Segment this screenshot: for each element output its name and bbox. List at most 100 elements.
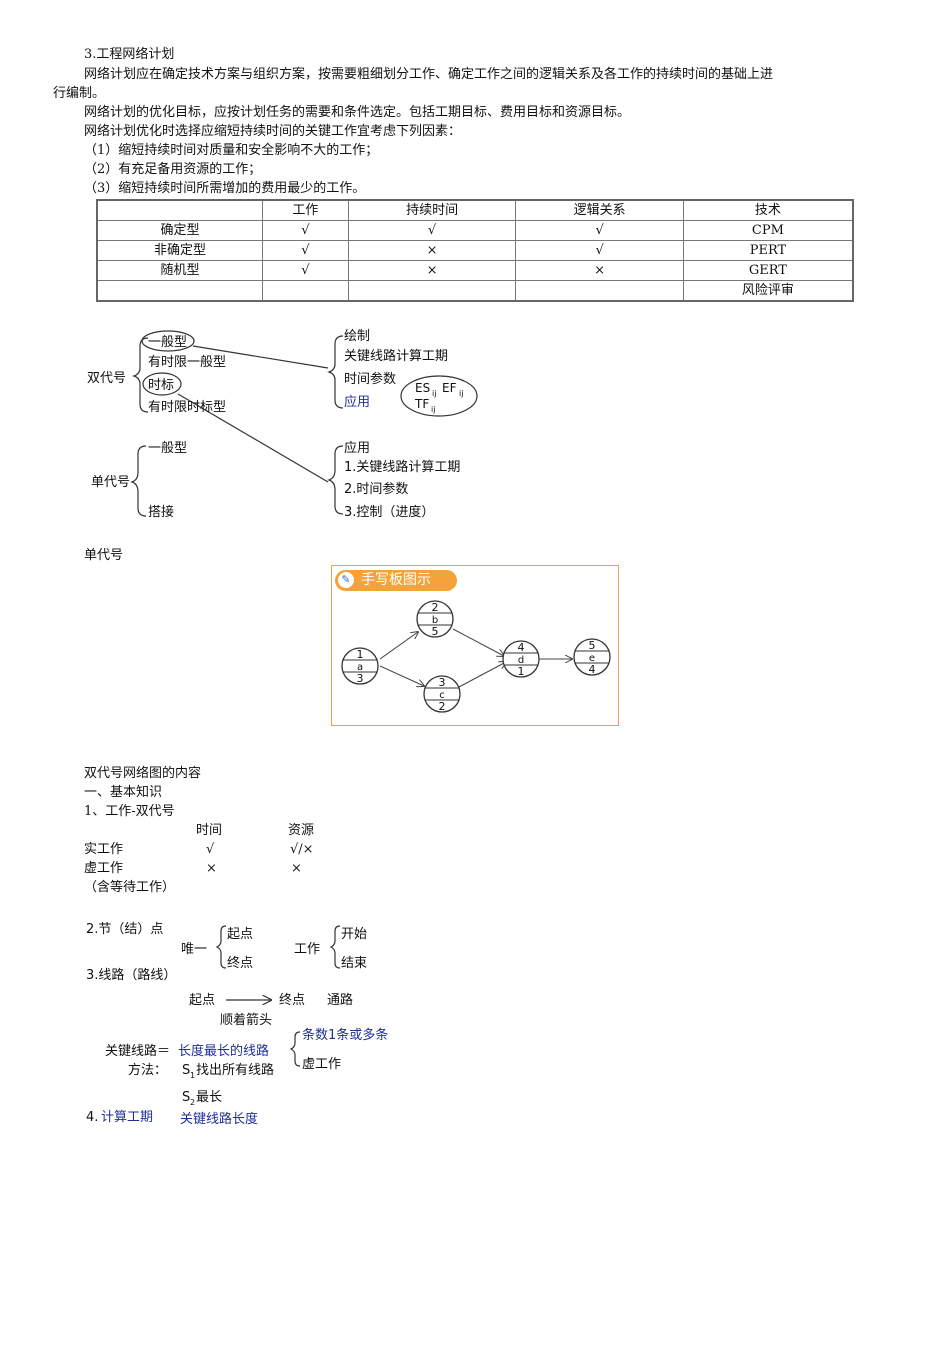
- branch-general: 一般型: [148, 334, 187, 350]
- param-tf-sub: ij: [431, 405, 435, 414]
- branch-timed-general: 有时限一般型: [148, 354, 226, 370]
- calc-number: 4.: [86, 1110, 98, 1125]
- begin-label: 开始: [341, 927, 367, 942]
- pen-icon: ✎: [338, 572, 354, 588]
- table-cell: GERT: [682, 260, 854, 281]
- route-start: 起点: [189, 993, 215, 1008]
- table-row: 确定型 √ √ √ CPM: [96, 220, 854, 241]
- single-app-critical: 1.关键线路计算工期: [344, 459, 460, 475]
- node-a-top: 1: [357, 648, 364, 661]
- route-label: 3.线路（路线）: [86, 967, 176, 983]
- table-row: 随机型 √ × × GERT: [96, 260, 854, 281]
- node-a-bot: 3: [357, 672, 364, 685]
- node-d-top: 4: [518, 641, 525, 654]
- virtual-work-note: 虚工作: [302, 1057, 341, 1072]
- node-b: 2 b 5: [416, 600, 454, 638]
- single-app-params: 2.时间参数: [344, 481, 408, 497]
- unique-label: 唯一: [181, 942, 207, 957]
- param-ef-sub: ij: [459, 389, 463, 398]
- real-resource: √/×: [290, 842, 314, 857]
- handwriting-board: ✎ 手写板图示 1 a 3 2 b 5: [331, 565, 619, 726]
- table-header: 工作: [262, 199, 349, 221]
- finish-label: 结束: [341, 956, 367, 971]
- node-e-bot: 4: [589, 663, 596, 676]
- node-c-mid: c: [439, 690, 445, 701]
- work-label: 工作: [294, 942, 320, 957]
- root-double: 双代号: [87, 371, 126, 386]
- node-c: 3 c 2: [423, 675, 461, 713]
- calc-label: 计算工期: [101, 1110, 153, 1125]
- handwriting-tag: ✎ 手写板图示: [335, 570, 457, 591]
- start-point: 起点: [227, 927, 253, 942]
- branch-timescale: 时标: [148, 378, 174, 393]
- table-cell: ×: [515, 260, 684, 281]
- app-critical: 关键线路计算工期: [344, 348, 448, 364]
- edge-c-d: [458, 662, 506, 688]
- table-cell: 风险评审: [682, 280, 854, 302]
- single-label: 单代号: [84, 548, 124, 563]
- node-e: 5 e 4: [573, 638, 611, 676]
- node-a: 1 a 3: [341, 647, 379, 685]
- table-cell: [262, 280, 349, 302]
- path-count: 条数1条或多条: [302, 1027, 388, 1043]
- table-header-row: 工作 持续时间 逻辑关系 技术: [96, 199, 854, 221]
- virtual-work: 虚工作: [84, 861, 124, 876]
- factor-item-1: （1）缩短持续时间对质量和安全影响不大的工作；: [84, 143, 379, 158]
- step1-s: S: [182, 1063, 190, 1078]
- app-apply: 应用: [344, 394, 370, 410]
- factor-item-3: （3）缩短持续时间所需增加的费用最少的工作。: [84, 181, 366, 196]
- critical-path-def: 长度最长的线路: [178, 1043, 269, 1059]
- node-d-bot: 1: [518, 665, 525, 678]
- edge-a-c: [379, 665, 424, 686]
- real-work: 实工作: [84, 842, 124, 857]
- virtual-time: ×: [206, 861, 217, 876]
- app-draw: 绘制: [344, 329, 370, 344]
- section2-item1: 1、工作-双代号: [84, 804, 175, 819]
- root-single: 单代号: [91, 475, 130, 490]
- edge-b-d: [452, 628, 504, 656]
- col-time: 时间: [196, 823, 223, 838]
- edge-a-b: [379, 632, 418, 660]
- route-path: 通路: [327, 992, 353, 1008]
- virtual-resource: ×: [291, 861, 302, 876]
- param-tf: TF: [414, 397, 429, 411]
- app-params: 时间参数: [344, 371, 396, 387]
- single-app-apply: 应用: [344, 440, 370, 456]
- param-ef: EF: [442, 381, 457, 395]
- paragraph-3: 网络计划优化时选择应缩短持续时间的关键工作宜考虑下列因素：: [84, 124, 462, 139]
- node-a-mid: a: [357, 662, 363, 673]
- section-heading: 3.工程网络计划: [84, 47, 175, 62]
- paragraph-1a: 网络计划应在确定技术方案与组织方案，按需要粗细划分工作、确定工作之间的逻辑关系及…: [84, 67, 774, 82]
- section2-sub: 一、基本知识: [84, 785, 163, 800]
- step1-text: 找出所有线路: [196, 1062, 274, 1078]
- node-b-bot: 5: [432, 625, 439, 638]
- paragraph-2: 网络计划的优化目标，应按计划任务的需要和条件选定。包括工期目标、费用目标和资源目…: [84, 105, 631, 120]
- handwriting-tag-label: 手写板图示: [361, 572, 431, 588]
- node-c-top: 3: [439, 676, 446, 689]
- node-label: 2.节（结）点: [86, 922, 163, 937]
- table-cell: 随机型: [96, 260, 264, 281]
- follow-arrow: 顺着箭头: [220, 1012, 272, 1028]
- node-b-mid: b: [432, 615, 438, 626]
- method-label: 方法：: [128, 1062, 167, 1078]
- end-point: 终点: [227, 955, 253, 971]
- param-es-sub: ij: [432, 389, 436, 398]
- node-c-bot: 2: [439, 700, 446, 713]
- step1-sub: 1: [190, 1071, 195, 1080]
- calc-answer: 关键线路长度: [180, 1111, 258, 1127]
- real-time: √: [206, 842, 215, 857]
- paragraph-1b: 行编制。: [53, 86, 106, 101]
- step2-text: 最长: [196, 1090, 222, 1105]
- node-d-mid: d: [518, 655, 524, 666]
- table-header: 逻辑关系: [515, 199, 684, 221]
- single-branch-overlap: 搭接: [148, 504, 174, 520]
- col-resource: 资源: [288, 823, 315, 838]
- node-e-top: 5: [589, 639, 596, 652]
- critical-path-label: 关键线路＝: [105, 1043, 170, 1059]
- node-b-top: 2: [432, 601, 439, 614]
- table-row: 风险评审: [96, 280, 854, 302]
- route-end: 终点: [279, 992, 305, 1008]
- waiting-note: （含等待工作）: [84, 880, 176, 895]
- section2-title: 双代号网络图的内容: [84, 766, 202, 781]
